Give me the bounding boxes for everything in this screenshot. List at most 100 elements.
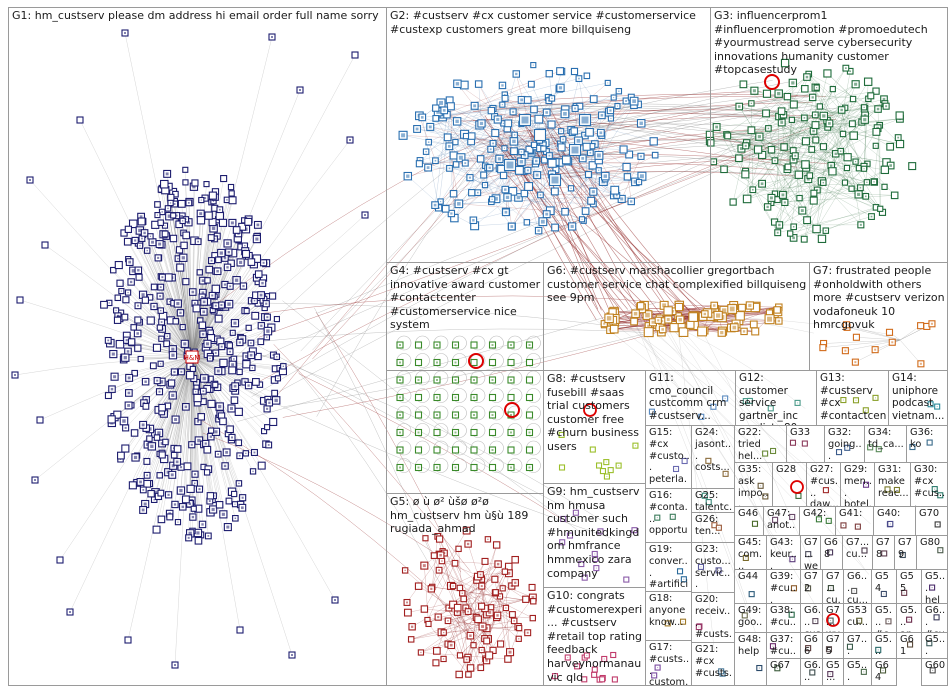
node-avatar <box>455 467 457 469</box>
group-label: G55 <box>900 571 920 595</box>
node-avatar <box>492 414 494 416</box>
group-cell-g21: G21: #cx #custs... <box>691 642 735 686</box>
group-cell-g55: G55 <box>896 569 922 604</box>
group-label: G13: #custserv #cx #contactcen... <box>820 372 887 426</box>
group-cell-g24: G24: jasont... costs... <box>691 425 735 489</box>
group-cell-g17: G17: #custs... custom... <box>645 640 692 686</box>
group-label: G54 <box>875 571 895 595</box>
group-cell-g41: G41: <box>835 506 874 536</box>
node-avatar <box>455 397 457 399</box>
graph-node <box>490 465 496 471</box>
group-cell-g48: G48: help <box>734 632 767 686</box>
group-cell-g27: G27: #cus... daw... <box>806 462 841 507</box>
group-cell-g61: G61 <box>896 632 922 659</box>
group-cell-g73: G7... cu... <box>822 569 844 604</box>
group-label: G33 <box>790 427 823 439</box>
group-label: G6... cus... <box>804 605 821 633</box>
group-label: G61 <box>900 634 920 658</box>
graph-node <box>434 447 440 453</box>
group-cell-g49: G49: goo... <box>734 603 767 633</box>
group-cell-g76: G7... #c... <box>843 632 872 659</box>
group-label: G6: #custserv marshacollier gregortbach … <box>547 264 808 305</box>
node-avatar <box>473 397 475 399</box>
group-cell-g58: G5... inn... <box>921 632 948 659</box>
group-label: G30: #cx #cus... <box>914 464 946 507</box>
group-label: G25: talentc... pande... <box>695 490 733 513</box>
graph-node <box>471 447 477 453</box>
group-label: G37: #cu... <box>770 634 799 659</box>
group-label: G48: help <box>738 634 765 658</box>
group-cell-g37: G37: #cu... <box>766 632 801 659</box>
graph-node <box>434 430 440 436</box>
group-label: G4: #custserv #cx gt innovative award cu… <box>390 264 542 332</box>
group-label: G11: cmo_council custcomm crm #custserv.… <box>649 372 734 422</box>
group-cell-g31: G31: make reac... <box>874 462 911 507</box>
group-cell-g25: G25: talentc... pande... <box>691 488 735 513</box>
group-label: G7... we... <box>804 537 819 570</box>
group-label: G46 <box>738 508 762 520</box>
group-label: G18: anyone know... <box>649 593 690 628</box>
group-cell-g23: G23: custo... servic... <box>691 542 735 593</box>
group-cell-g47: G47: anot... <box>763 506 800 536</box>
group-cell-g29: G29: men... botel... <box>840 462 875 507</box>
node-avatar <box>455 432 457 434</box>
group-cell-g60: G60 <box>921 658 948 686</box>
group-cell-g75: G75 <box>822 632 844 659</box>
group-label: G5... ma... <box>847 660 870 686</box>
group-cell-g16: G16: #conta... opportu... <box>645 488 692 543</box>
node-avatar <box>399 432 401 434</box>
group-cell-g12: G12: customer service gartner_inc predic… <box>735 370 817 426</box>
group-label: G36: ko <box>910 427 946 451</box>
node-avatar <box>399 397 401 399</box>
group-cell-g63: G6... cu... <box>843 569 872 604</box>
node-avatar <box>492 379 494 381</box>
group-cell-g36: G36: ko <box>906 425 948 463</box>
graph-node <box>416 412 422 418</box>
group-label: G35: ask impo... <box>738 464 771 507</box>
group-label: G80 <box>920 537 946 549</box>
node-avatar <box>436 414 438 416</box>
group-label: G67 <box>770 660 799 672</box>
group-label: G44 <box>738 571 765 583</box>
group-cell-g68: G68 <box>820 535 843 570</box>
group-cell-g5: G5: ø ù ø² ùšø ø²ø hm_custserv hm ù§ù 18… <box>386 493 544 686</box>
group-cell-g46: G46 <box>734 506 764 536</box>
graph-node <box>471 465 477 471</box>
node-avatar <box>455 414 457 416</box>
group-cell-g69: G6... cus... <box>800 603 823 633</box>
group-cell-g51: G5... an... <box>896 603 922 633</box>
group-label: G43: keur... <box>770 537 799 570</box>
group-cell-g28: G28 <box>772 462 807 507</box>
group-cell-g70: G70 <box>915 506 948 536</box>
group-label: G47: anot... <box>767 508 798 536</box>
group-cell-g65: G6... an... <box>800 658 823 686</box>
node-avatar <box>510 414 512 416</box>
node-avatar <box>529 467 531 469</box>
group-label: G7... #c... <box>847 634 870 659</box>
node-avatar <box>399 449 401 451</box>
group-cell-g11: G11: cmo_council custcomm crm #custserv.… <box>645 370 736 426</box>
group-cell-g45: G45: com... <box>734 535 767 570</box>
group-cell-g53: G53 cu... <box>843 603 872 633</box>
group-cell-g35: G35: ask impo... <box>734 462 773 507</box>
group-label: G38: #cu... <box>770 605 799 633</box>
group-cell-g15: G15: #cx #custo... peterla... <box>645 425 692 489</box>
group-cell-g50: G5... help <box>921 569 948 604</box>
group-cell-g40: G40: <box>873 506 916 536</box>
group-label: G5... #c... <box>875 634 895 659</box>
group-cell-g4: G4: #custserv #cx gt innovative award cu… <box>386 262 544 371</box>
group-label: G22: tried hel... <box>738 427 785 462</box>
node-avatar <box>436 397 438 399</box>
group-cell-g34: G34: td_ca... <box>864 425 907 463</box>
group-label: G53 cu... <box>847 605 870 629</box>
node-avatar <box>418 432 420 434</box>
node-avatar <box>510 379 512 381</box>
group-label: G27: #cus... daw... <box>810 464 839 507</box>
group-label: G60 <box>925 660 946 672</box>
group-cell-g7: G7: frustrated people #onholdwith others… <box>809 262 948 371</box>
group-label: G66 <box>804 634 821 658</box>
group-cell-g14: G14: uniphore podcast vietnam... <box>888 370 948 426</box>
group-label: G7... wy... <box>826 605 842 633</box>
group-cell-g62: G6... #cu... <box>921 603 948 633</box>
group-label: G6... cu... <box>847 571 870 604</box>
